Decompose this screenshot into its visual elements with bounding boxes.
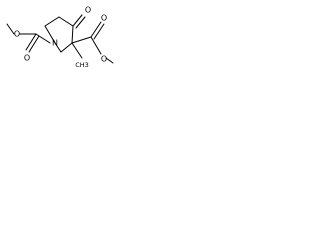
ring-bond-c2-c3 (44, 16, 60, 27)
ring-bond-n-c2 (44, 25, 56, 44)
ketone-oxygen-label: O (85, 6, 91, 15)
ester-alkoxy-oxygen-label: O (101, 55, 107, 64)
ketone-bond-1 (72, 14, 83, 27)
ring-nitrogen-label: N (52, 39, 58, 48)
ester-c-o-double-bond-1 (90, 21, 102, 38)
carbamate-carbonyl-oxygen-label: O (24, 54, 30, 63)
carbamate-ester-oxygen-label: O (14, 30, 20, 39)
quaternary-methyl-bond (71, 42, 83, 59)
ester-c-o-single-bond (90, 36, 102, 55)
ring-bond-c6-n (54, 42, 62, 53)
ester-o-methyl-bond (105, 57, 114, 64)
ester-c5-carbonyl-bond (71, 36, 92, 44)
ketone-bond-2 (75, 16, 86, 29)
quaternary-methyl-label: CH3 (75, 61, 89, 69)
carbamate-c-o-double-bond-2 (28, 35, 40, 53)
ring-bond-c4-c5 (71, 25, 74, 44)
carbamate-n-c-bond (35, 33, 51, 44)
ring-bond-c5-c6 (60, 42, 73, 53)
ester-c-o-double-bond-2 (93, 23, 105, 40)
ring-bond-c3-c4 (58, 16, 74, 27)
chemical-structure: O N O O CH3 O O (6, 6, 114, 69)
carbamate-c-o-double-bond-1 (25, 33, 37, 51)
ester-carbonyl-oxygen-label: O (101, 14, 107, 23)
carbamate-o-methyl-bond (6, 23, 15, 35)
